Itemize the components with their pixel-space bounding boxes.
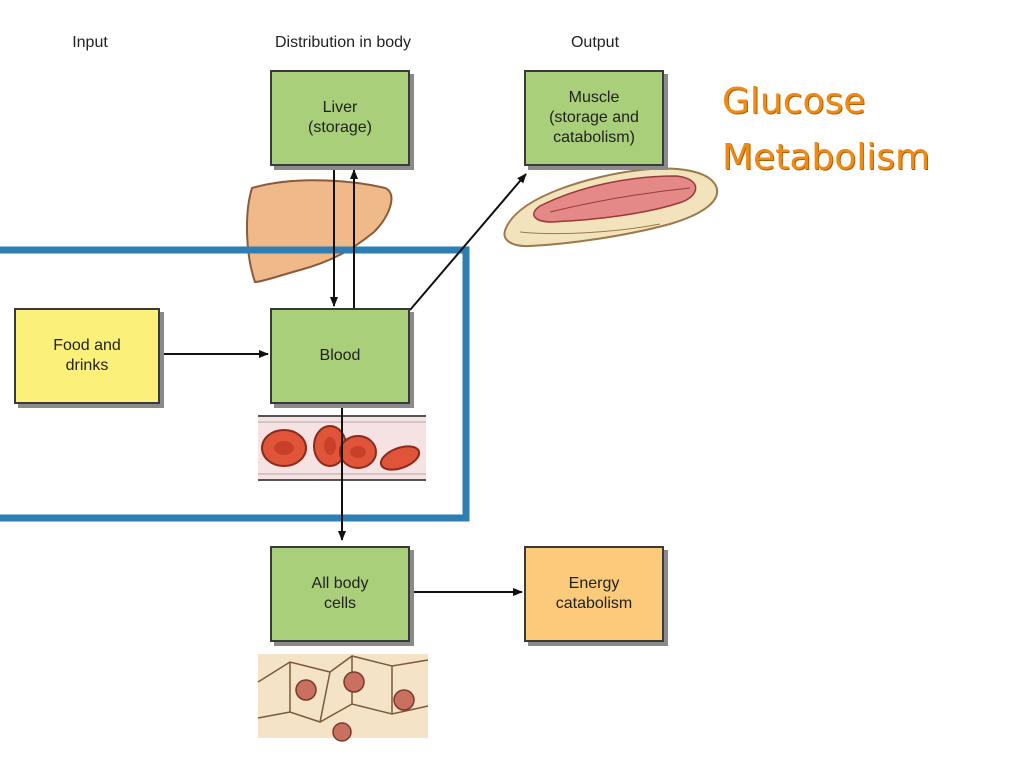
muscle-box: Muscle (storage and catabolism) [524, 70, 664, 166]
food-and-drinks-box-label: Food and drinks [53, 337, 121, 374]
liver-illustration [246, 179, 393, 284]
muscle-box-label: Muscle (storage and catabolism) [549, 89, 639, 146]
blood-box-label: Blood [319, 347, 361, 364]
body-cells-illustration [257, 654, 429, 742]
muscle-illustration [503, 167, 719, 248]
energy-catabolism-box: Energy catabolism [524, 546, 664, 642]
slide-title: Glucose Metabolism [722, 81, 931, 178]
all-body-cells-box: All body cells [270, 546, 410, 642]
liver-box: Liver (storage) [270, 70, 410, 166]
highlight-frame [0, 246, 470, 522]
blood-box: Blood [270, 308, 410, 404]
arrow-blood-to-muscle [409, 173, 527, 311]
column-heading-distribution: Distribution in body [274, 34, 412, 51]
column-heading-input: Input [72, 34, 108, 51]
all-body-cells-box-label: All body cells [311, 575, 369, 612]
food-and-drinks-box: Food and drinks [14, 308, 160, 404]
energy-catabolism-box-label: Energy catabolism [555, 575, 633, 612]
column-heading-output: Output [570, 34, 620, 51]
liver-box-label: Liver (storage) [307, 99, 373, 136]
